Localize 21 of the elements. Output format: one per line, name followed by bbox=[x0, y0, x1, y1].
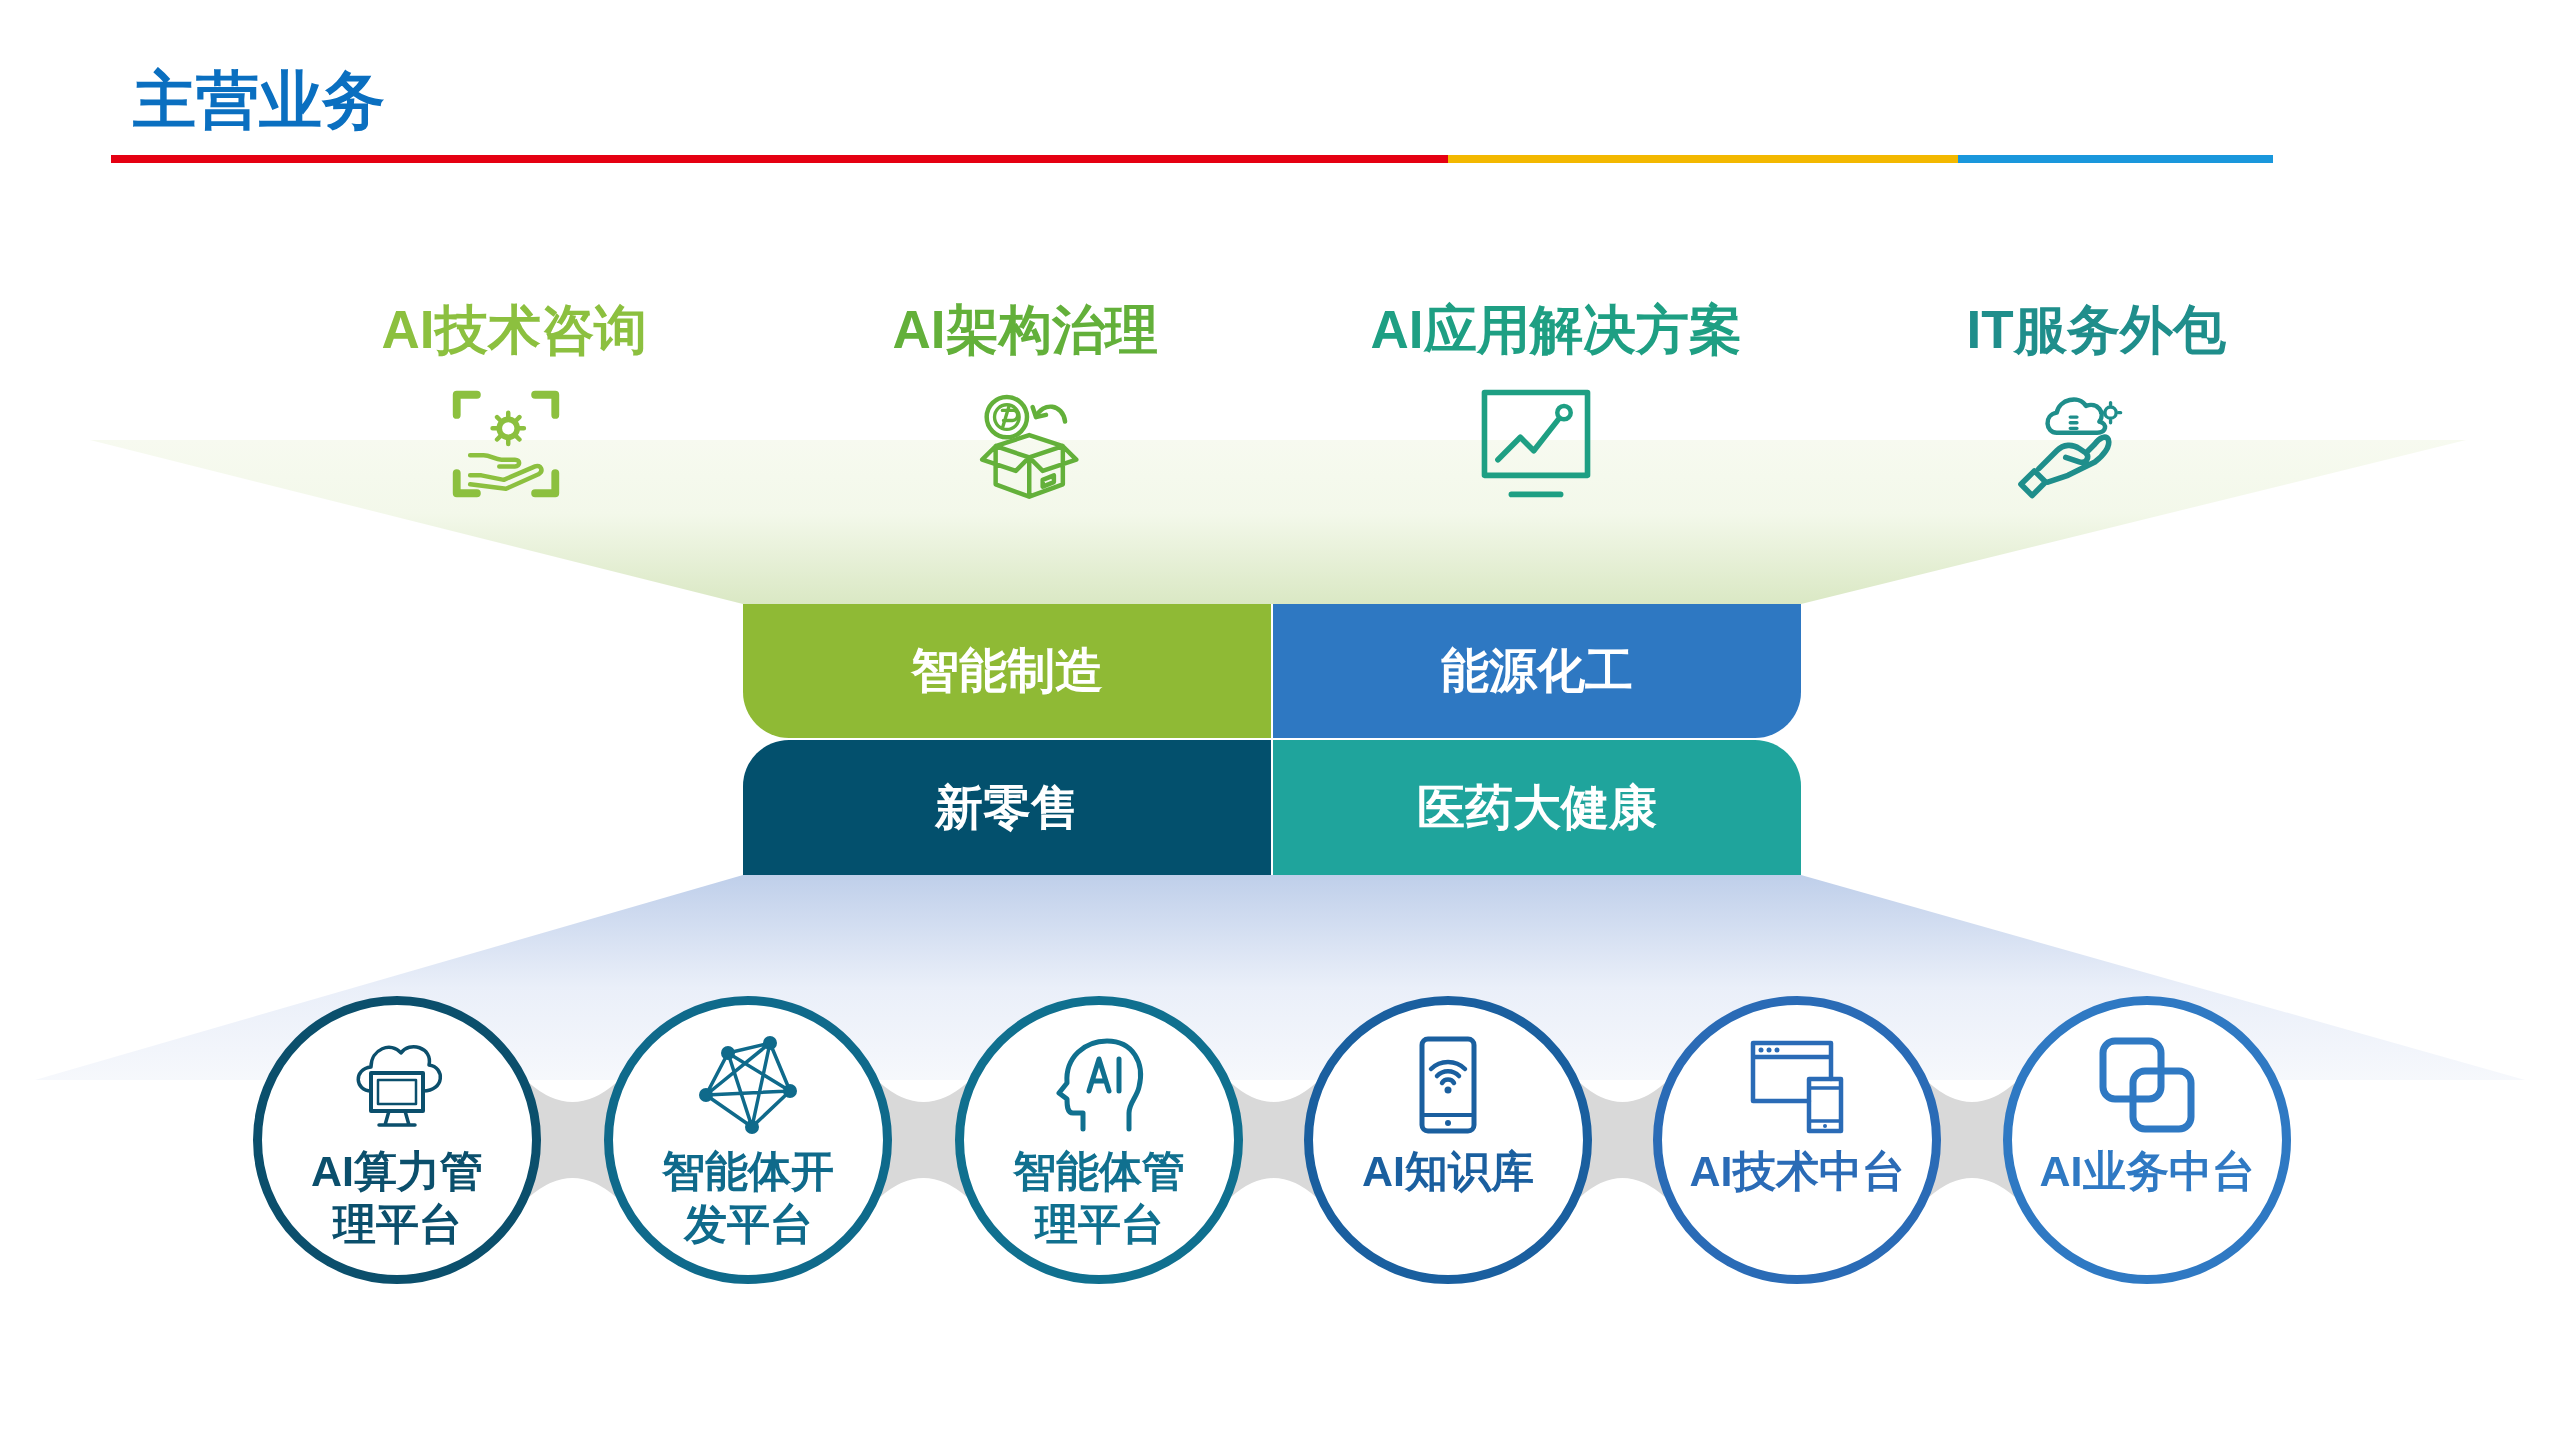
connector-band bbox=[1580, 1083, 1665, 1197]
platform-label: AI技术中台 bbox=[1689, 1146, 1905, 1197]
connector-band bbox=[1231, 1083, 1316, 1197]
industry-tile: 医药大健康 bbox=[1273, 740, 1801, 875]
service-title: IT服务外包 bbox=[1966, 299, 2226, 361]
platform-label: AI知识库 bbox=[1362, 1146, 1534, 1197]
platform-label: AI算力管理平台 bbox=[310, 1146, 484, 1250]
connector-band bbox=[529, 1083, 616, 1197]
page-title: 主营业务 bbox=[133, 64, 385, 136]
platform-label: 智能体管理平台 bbox=[1012, 1146, 1186, 1250]
industry-tile: 能源化工 bbox=[1273, 604, 1801, 738]
service-title: AI技术咨询 bbox=[381, 299, 647, 361]
connector-band bbox=[1929, 1083, 2015, 1197]
connector-band bbox=[880, 1083, 967, 1197]
gradient-band bbox=[90, 440, 2466, 604]
service-title: AI架构治理 bbox=[892, 299, 1158, 361]
service-title: AI应用解决方案 bbox=[1370, 299, 1742, 361]
platform-label: AI业务中台 bbox=[2039, 1146, 2255, 1197]
platform-label: 智能体开发平台 bbox=[661, 1146, 835, 1250]
industry-tile: 新零售 bbox=[743, 740, 1271, 875]
industry-tile: 智能制造 bbox=[743, 604, 1271, 738]
